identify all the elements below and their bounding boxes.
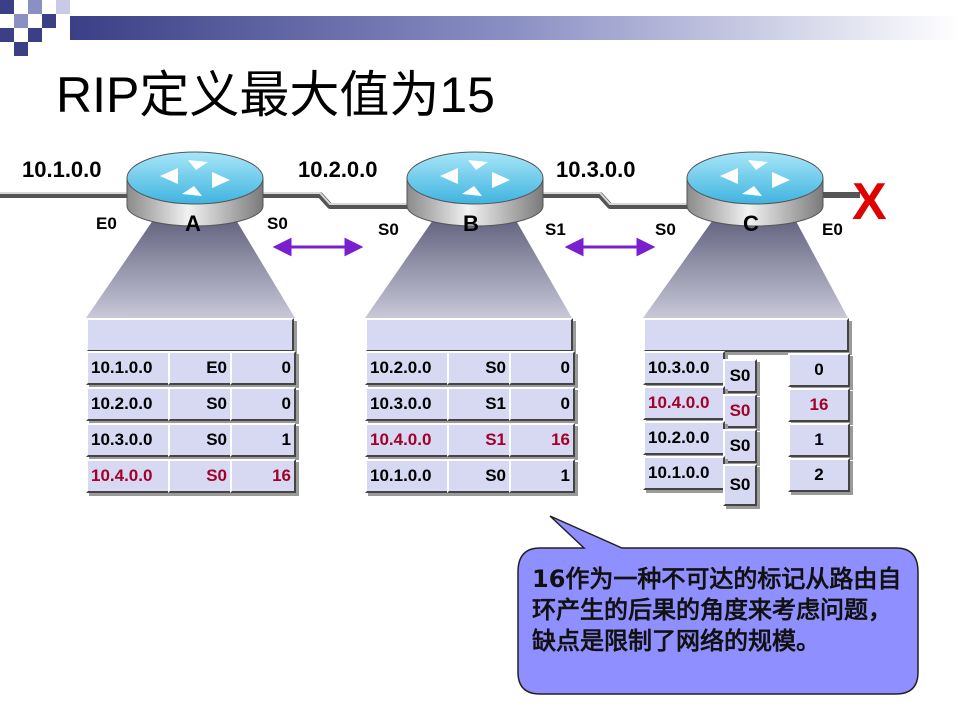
table-b-interface-cell: S0	[447, 459, 511, 493]
table-a-network-cell: 10.3.0.0	[86, 423, 170, 457]
router-c-left-port: S0	[655, 220, 676, 239]
router-b-right-port: S1	[545, 220, 566, 239]
table-b-interface-cell: S1	[447, 387, 511, 421]
table-c-network-cell: 10.1.0.0	[643, 456, 725, 490]
table-b-header	[365, 318, 573, 352]
table-a-interface-cell: E0	[168, 351, 232, 385]
router-b-label: B	[463, 211, 479, 236]
table-c-hops-cell: 2	[788, 458, 850, 492]
table-c-network-cell: 10.3.0.0	[643, 351, 725, 385]
table-b-interface-cell: S1	[447, 423, 511, 457]
router-c-right-port: E0	[822, 220, 843, 239]
table-c-hops-cell: 1	[788, 423, 850, 457]
table-a-network-cell: 10.1.0.0	[86, 351, 170, 385]
exchange-arrows	[272, 237, 656, 257]
table-a-network-cell: 10.2.0.0	[86, 387, 170, 421]
table-c-interface-cell: S0	[723, 359, 757, 393]
cone-b	[365, 210, 572, 318]
table-b-hops-cell: 0	[509, 387, 575, 421]
callout-bubble	[517, 515, 919, 695]
table-a-hops-cell: 16	[230, 459, 296, 493]
table-c-hops-cell: 16	[788, 388, 850, 422]
table-a-hops-cell: 0	[230, 387, 296, 421]
table-c-header	[643, 318, 849, 352]
link-failure-mark: X	[852, 173, 887, 231]
router-b-icon	[406, 151, 544, 227]
table-c-interface-cell: S0	[723, 464, 757, 506]
table-c-interface-cell: S0	[723, 394, 757, 428]
table-c-interface-cell: S0	[723, 429, 757, 463]
table-b-hops-cell: 1	[509, 459, 575, 493]
table-b-network-cell: 10.4.0.0	[365, 423, 449, 457]
table-c-hops-cell: 0	[788, 353, 850, 387]
router-a-icon	[126, 151, 264, 227]
table-b-hops-cell: 0	[509, 351, 575, 385]
router-c-label: C	[743, 211, 759, 236]
table-a-hops-cell: 0	[230, 351, 296, 385]
table-b-interface-cell: S0	[447, 351, 511, 385]
table-c-network-cell: 10.2.0.0	[643, 421, 725, 455]
page-title: RIP定义最大值为15	[56, 67, 495, 123]
table-a-interface-cell: S0	[168, 423, 232, 457]
table-b-hops-cell: 16	[509, 423, 575, 457]
network-links	[0, 192, 860, 209]
network-label-1: 10.1.0.0	[22, 157, 102, 182]
table-a-network-cell: 10.4.0.0	[86, 459, 170, 493]
table-b-network-cell: 10.3.0.0	[365, 387, 449, 421]
table-a-interface-cell: S0	[168, 459, 232, 493]
router-a-left-port: E0	[96, 214, 117, 233]
callout-text: 16作为一种不可达的标记从路由自环产生的后果的角度来考虑问题，缺点是限制了网络的…	[532, 565, 902, 655]
table-c-network-cell: 10.4.0.0	[643, 386, 725, 420]
table-b-network-cell: 10.2.0.0	[365, 351, 449, 385]
router-a-label: A	[185, 211, 201, 236]
table-a-interface-cell: S0	[168, 387, 232, 421]
corner-squares	[0, 0, 70, 56]
table-a-hops-cell: 1	[230, 423, 296, 457]
table-a-header	[86, 318, 294, 352]
router-a-right-port: S0	[267, 214, 288, 233]
header-bar	[70, 16, 960, 40]
network-label-2: 10.2.0.0	[298, 157, 378, 182]
router-b-left-port: S0	[378, 220, 399, 239]
router-c-icon	[686, 151, 824, 227]
network-label-3: 10.3.0.0	[556, 157, 636, 182]
table-b-network-cell: 10.1.0.0	[365, 459, 449, 493]
cone-a	[86, 210, 295, 318]
cone-c	[643, 210, 848, 318]
